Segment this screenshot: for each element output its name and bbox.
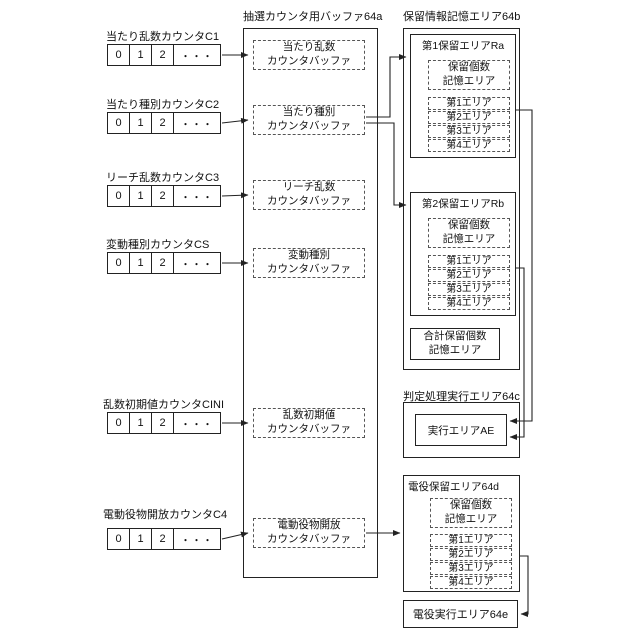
counter-cell: 2 bbox=[152, 113, 174, 133]
buffer-line: 当たり種別 bbox=[282, 106, 336, 119]
counter-cell: 0 bbox=[108, 253, 130, 273]
counter-cell: 2 bbox=[152, 45, 174, 65]
buffer-area-title: 抽選カウンタ用バッファ64a bbox=[243, 11, 383, 23]
counter-cell: 0 bbox=[108, 186, 130, 206]
counter-cini-cells: 0 1 2 ・・・ bbox=[107, 412, 221, 434]
buffer-ransu-shokichi: 乱数初期値 カウンタバッファ bbox=[253, 408, 365, 438]
buffer-line: カウンタバッファ bbox=[267, 263, 351, 275]
counter-cell: 2 bbox=[152, 186, 174, 206]
hold-area-rb-title: 第2保留エリアRb bbox=[421, 198, 505, 210]
hold-slot: 第1エリア bbox=[430, 534, 512, 547]
hold-count-line: 記憶エリア bbox=[444, 513, 498, 525]
counter-cs-cells: 0 1 2 ・・・ bbox=[107, 252, 221, 274]
counter-cell: 2 bbox=[152, 529, 174, 549]
counter-c3-label: リーチ乱数カウンタC3 bbox=[106, 172, 220, 184]
counter-c3-cells: 0 1 2 ・・・ bbox=[107, 185, 221, 207]
buffer-line: 電動役物開放 bbox=[277, 519, 341, 532]
wire-64d-to-64e bbox=[520, 555, 529, 617]
hold-count-box: 保留個数 記憶エリア bbox=[428, 60, 510, 90]
counter-cell: 2 bbox=[152, 413, 174, 433]
buffer-atari-ransu: 当たり乱数 カウンタバッファ bbox=[253, 40, 365, 70]
buffer-line: リーチ乱数 bbox=[282, 181, 336, 194]
counter-c2-label: 当たり種別カウンタC2 bbox=[106, 99, 220, 111]
buffer-line: カウンタバッファ bbox=[267, 195, 351, 207]
counter-cell-ellipsis: ・・・ bbox=[180, 119, 214, 131]
counter-cell-ellipsis: ・・・ bbox=[180, 419, 214, 431]
hold-area-ra-title: 第1保留エリアRa bbox=[421, 40, 505, 52]
hold-slot: 第1エリア bbox=[428, 255, 510, 268]
buffer-reach-ransu: リーチ乱数 カウンタバッファ bbox=[253, 180, 365, 210]
buffer-line: 変動種別 bbox=[288, 249, 330, 262]
counter-cell: 1 bbox=[130, 45, 152, 65]
counter-cell: 1 bbox=[130, 253, 152, 273]
buffer-line: 当たり乱数 bbox=[282, 41, 336, 54]
buffer-hendo-shubetsu: 変動種別 カウンタバッファ bbox=[253, 248, 365, 278]
total-count-line: 記憶エリア bbox=[428, 344, 482, 356]
counter-cell-ellipsis: ・・・ bbox=[180, 51, 214, 63]
counter-cell: 1 bbox=[130, 186, 152, 206]
hold-count-line: 保留個数 bbox=[448, 61, 490, 74]
hold-count-line: 保留個数 bbox=[448, 219, 490, 232]
hold-slot: 第2エリア bbox=[430, 548, 512, 561]
buffer-dendo-yakumono: 電動役物開放 カウンタバッファ bbox=[253, 518, 365, 548]
counter-cell-ellipsis: ・・・ bbox=[180, 535, 214, 547]
hold-slot: 第3エリア bbox=[428, 283, 510, 296]
exec-area-ae-box: 実行エリアAE bbox=[415, 414, 507, 446]
counter-c4-label: 電動役物開放カウンタC4 bbox=[103, 509, 228, 521]
hold-slot: 第4エリア bbox=[428, 139, 510, 152]
total-count-line: 合計保留個数 bbox=[423, 330, 487, 343]
den-hold-area-title: 電役保留エリア64d bbox=[408, 481, 500, 493]
counter-cell: 0 bbox=[108, 413, 130, 433]
counter-cell-ellipsis: ・・・ bbox=[180, 259, 214, 271]
counter-cini-label: 乱数初期値カウンタCINI bbox=[103, 399, 224, 411]
buffer-line: 乱数初期値 bbox=[282, 409, 336, 422]
counter-cs-label: 変動種別カウンタCS bbox=[106, 239, 210, 251]
counter-cell: 2 bbox=[152, 253, 174, 273]
buffer-atari-shubetsu: 当たり種別 カウンタバッファ bbox=[253, 105, 365, 135]
storage-area-title: 保留情報記憶エリア64b bbox=[403, 11, 521, 23]
counter-c1-label: 当たり乱数カウンタC1 bbox=[106, 31, 220, 43]
counter-cell: 1 bbox=[130, 529, 152, 549]
hold-slot: 第1エリア bbox=[428, 97, 510, 110]
judge-area-title: 判定処理実行エリア64c bbox=[403, 391, 520, 403]
buffer-line: カウンタバッファ bbox=[267, 120, 351, 132]
counter-cell: 0 bbox=[108, 45, 130, 65]
hold-slot: 第2エリア bbox=[428, 111, 510, 124]
den-exec-area-box: 電役実行エリア64e bbox=[403, 600, 518, 628]
counter-cell: 0 bbox=[108, 529, 130, 549]
counter-cell: 1 bbox=[130, 413, 152, 433]
counter-c4-cells: 0 1 2 ・・・ bbox=[107, 528, 221, 550]
hold-slot: 第3エリア bbox=[430, 562, 512, 575]
counter-cell: 0 bbox=[108, 113, 130, 133]
hold-count-box: 保留個数 記憶エリア bbox=[428, 218, 510, 248]
buffer-line: カウンタバッファ bbox=[267, 55, 351, 67]
hold-count-line: 保留個数 bbox=[450, 499, 492, 512]
hold-count-line: 記憶エリア bbox=[442, 233, 496, 245]
hold-count-box: 保留個数 記憶エリア bbox=[430, 498, 512, 528]
hold-slot: 第3エリア bbox=[428, 125, 510, 138]
hold-slot: 第4エリア bbox=[430, 576, 512, 589]
hold-count-line: 記憶エリア bbox=[442, 75, 496, 87]
counter-cell: 1 bbox=[130, 113, 152, 133]
hold-slot: 第4エリア bbox=[428, 297, 510, 310]
counter-c2-cells: 0 1 2 ・・・ bbox=[107, 112, 221, 134]
buffer-line: カウンタバッファ bbox=[267, 423, 351, 435]
total-hold-count-box: 合計保留個数 記憶エリア bbox=[410, 328, 500, 360]
counter-c1-cells: 0 1 2 ・・・ bbox=[107, 44, 221, 66]
counter-cell-ellipsis: ・・・ bbox=[180, 192, 214, 204]
hold-slot: 第2エリア bbox=[428, 269, 510, 282]
buffer-line: カウンタバッファ bbox=[267, 533, 351, 545]
